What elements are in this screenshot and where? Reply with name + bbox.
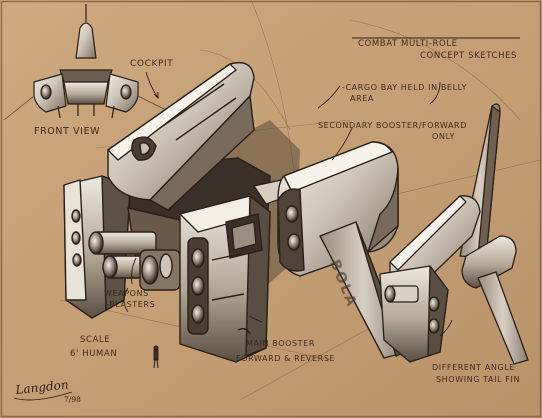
artist-signature: Langdon <box>14 378 69 398</box>
note-secondary-line2: ONLY <box>432 132 455 141</box>
note-main-booster-line2: FORWARD & REVERSE <box>236 354 335 363</box>
note-front-view: FRONT VIEW <box>34 126 100 137</box>
note-angle-line2: SHOWING TAIL FIN <box>436 375 520 384</box>
note-main-booster-line1: MAIN BOOSTER <box>246 339 315 348</box>
note-weapons-line2: -BLASTERS <box>106 300 155 309</box>
note-cockpit: COCKPIT <box>130 59 173 69</box>
note-angle-line1: DIFFERENT ANGLE <box>432 363 515 372</box>
human-scale-figure <box>153 345 159 369</box>
signature-date: 7/98 <box>64 395 81 404</box>
note-secondary-line1: SECONDARY BOOSTER/FORWARD <box>318 121 467 130</box>
tail-fin-view-sketch <box>379 103 529 365</box>
note-scale-line2: 6' HUMAN <box>70 349 117 359</box>
front-view-sketch <box>3 4 171 121</box>
note-cargo-line1: -CARGO BAY HELD IN BELLY <box>342 83 467 92</box>
main-ship-sketch <box>63 61 271 363</box>
note-scale-line1: SCALE <box>80 335 110 345</box>
note-cargo-line2: AREA <box>350 94 374 103</box>
note-weapons-line1: WEAPONS <box>104 289 149 298</box>
signature-underline <box>13 391 73 401</box>
note-title-line1: COMBAT MULTI-ROLE <box>358 39 458 49</box>
blaster-cannons <box>88 231 181 291</box>
note-title-line2: CONCEPT SKETCHES <box>420 51 517 61</box>
annotation-arrows <box>123 37 520 337</box>
